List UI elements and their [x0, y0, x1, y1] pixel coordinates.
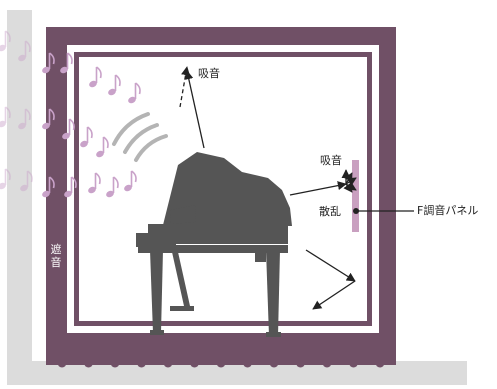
music-note-icon — [42, 176, 55, 198]
panel-absorption-label: 吸音 — [320, 154, 342, 167]
music-note-icon — [106, 176, 119, 198]
music-note-icon — [128, 82, 141, 104]
sound-insulation-label: 遮音 — [50, 243, 62, 269]
panel-callout — [353, 208, 414, 214]
music-note-icon — [64, 176, 77, 198]
music-note-icon — [20, 170, 33, 192]
music-note-icon — [108, 74, 121, 96]
music-note-icon — [0, 30, 11, 52]
music-note-icon — [18, 40, 31, 62]
music-note-icon — [124, 170, 137, 192]
music-note-icon — [88, 172, 101, 194]
music-note-icon — [0, 106, 11, 128]
music-note-icon — [96, 136, 109, 158]
tuning-panel — [352, 160, 359, 232]
music-note-icon — [0, 168, 11, 190]
sound-wave-icon — [112, 112, 168, 162]
tuning-panel-label: F調音パネル — [417, 204, 479, 217]
outer-wall — [7, 10, 32, 385]
arrow-icon — [179, 66, 357, 310]
music-note-icon — [60, 52, 73, 74]
ceiling-absorption-label: 吸音 — [198, 67, 220, 80]
music-note-icon — [42, 52, 55, 74]
music-notes — [0, 30, 141, 198]
music-note-icon — [62, 118, 75, 140]
panel-diffusion-label: 散乱 — [319, 205, 341, 218]
music-note-icon — [89, 66, 102, 88]
music-note-icon — [42, 108, 55, 130]
grand-piano-icon — [136, 152, 292, 337]
music-note-icon — [80, 126, 93, 148]
music-note-icon — [18, 108, 31, 130]
